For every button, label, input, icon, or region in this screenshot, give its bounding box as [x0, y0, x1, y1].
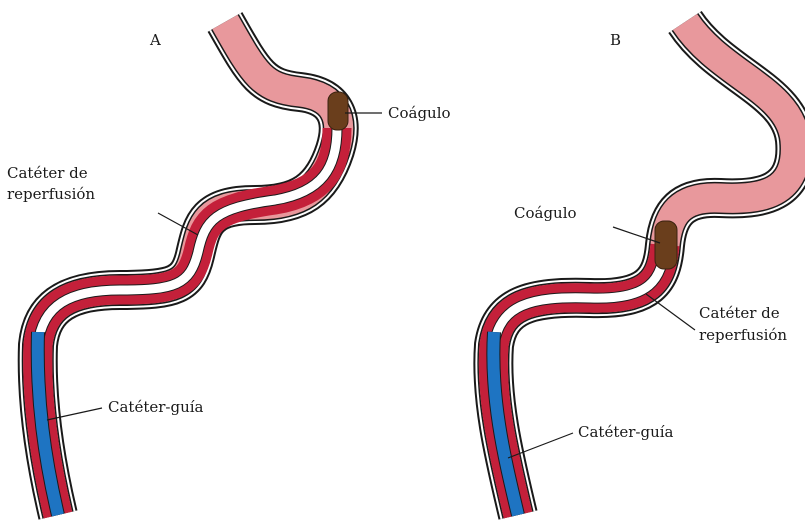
panel-a: A Coágulo Catéter de reperfusión Catéter… [7, 22, 451, 515]
clot [655, 221, 677, 269]
reperfusion-leader [646, 294, 695, 330]
clot [328, 92, 348, 130]
guide-label: Catéter-guía [108, 398, 204, 416]
clot-label: Coágulo [514, 204, 577, 222]
guide-label: Catéter-guía [578, 423, 674, 441]
reperfusion-label-line-2: reperfusión [7, 185, 95, 203]
clot-label: Coágulo [388, 104, 451, 122]
panel-letter: B [610, 31, 621, 49]
reperfusion-label-line-1: Catéter de [7, 164, 88, 182]
panel-b: B Coágulo Catéter de reperfusión Catéter… [493, 22, 795, 515]
reperfusion-label-line-2: reperfusión [699, 326, 787, 344]
reperfusion-label-line-1: Catéter de [699, 304, 780, 322]
panel-letter: A [149, 31, 161, 49]
